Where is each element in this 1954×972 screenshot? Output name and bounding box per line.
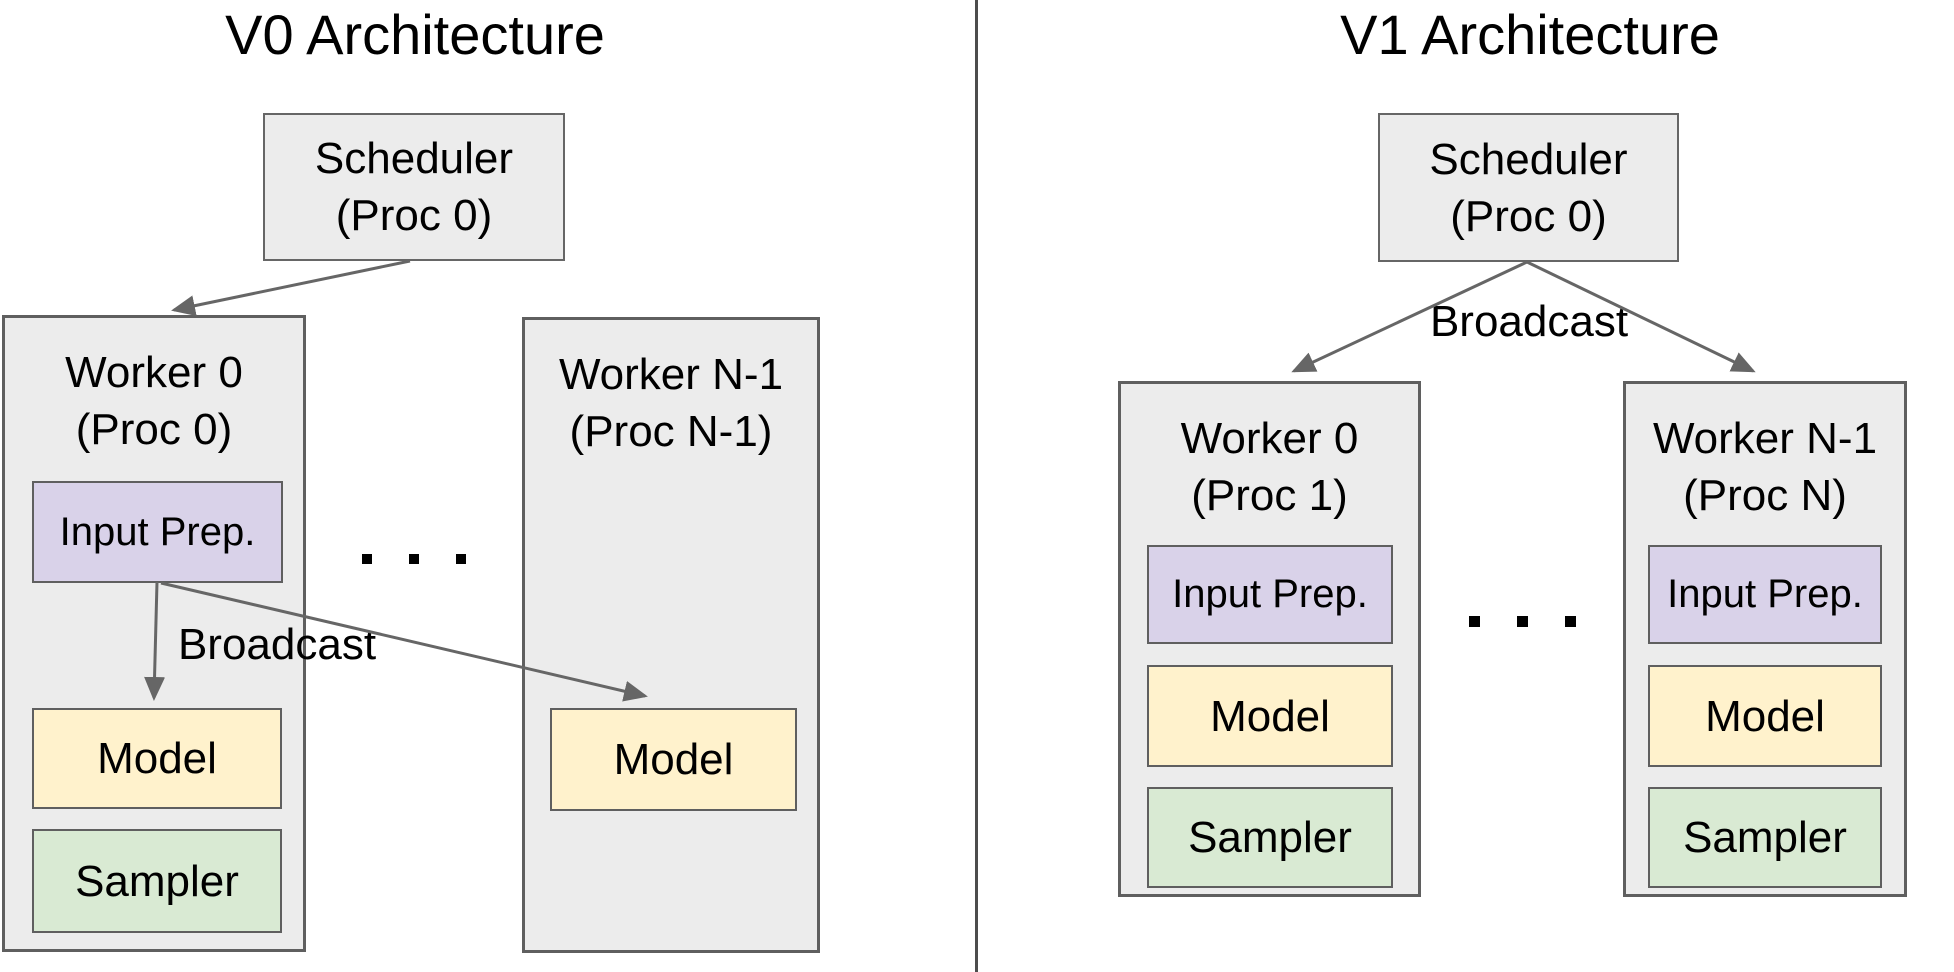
v0-workerN-proc: (Proc N-1) — [569, 407, 773, 456]
v0-worker0-input-prep-box: Input Prep. — [32, 481, 283, 583]
v1-workerN-proc: (Proc N) — [1683, 471, 1847, 520]
v1-scheduler-box: Scheduler (Proc 0) — [1378, 113, 1679, 262]
v0-worker0-label: Worker 0 (Proc 0) — [5, 344, 303, 458]
v1-worker0-sampler-box: Sampler — [1147, 787, 1393, 888]
v1-worker0-box: Worker 0 (Proc 1) Input Prep. Model Samp… — [1118, 381, 1421, 897]
v0-workerN-label: Worker N-1 (Proc N-1) — [525, 346, 817, 460]
dot-icon — [456, 554, 466, 564]
v0-broadcast-label: Broadcast — [177, 620, 377, 669]
v0-workerN-name: Worker N-1 — [558, 350, 784, 399]
v1-worker0-name: Worker 0 — [1180, 414, 1359, 463]
v0-worker0-proc: (Proc 0) — [75, 405, 233, 454]
v1-broadcast-label: Broadcast — [1429, 297, 1629, 346]
v0-workerN-model-box: Model — [550, 708, 797, 811]
v1-ellipsis-dots — [1469, 616, 1613, 627]
v1-workerN-name: Worker N-1 — [1652, 414, 1878, 463]
v1-panel-title: V1 Architecture — [1340, 3, 1720, 66]
v0-workerN-box: Worker N-1 (Proc N-1) Model — [522, 317, 820, 953]
v0-worker0-name: Worker 0 — [65, 348, 243, 397]
v1-scheduler-proc: (Proc 0) — [1450, 191, 1607, 241]
v0-scheduler-proc: (Proc 0) — [335, 191, 493, 240]
v1-workerN-input-prep-box: Input Prep. — [1648, 545, 1882, 644]
v0-ellipsis-dots — [362, 554, 503, 564]
v1-worker0-proc: (Proc 1) — [1191, 471, 1348, 520]
v0-scheduler-name: Scheduler — [314, 134, 514, 183]
v0-scheduler-box: Scheduler (Proc 0) — [263, 113, 565, 261]
v1-scheduler-name: Scheduler — [1429, 134, 1628, 184]
dot-icon — [409, 554, 419, 564]
v0-worker0-model-box: Model — [32, 708, 282, 809]
v1-worker0-label: Worker 0 (Proc 1) — [1121, 410, 1418, 524]
v0-worker0-sampler-box: Sampler — [32, 829, 282, 933]
v1-workerN-sampler-box: Sampler — [1648, 787, 1882, 888]
dot-icon — [1565, 616, 1576, 627]
panel-divider-line — [975, 0, 978, 972]
dot-icon — [1517, 616, 1528, 627]
v1-worker0-input-prep-box: Input Prep. — [1147, 545, 1393, 644]
dot-icon — [362, 554, 372, 564]
v1-workerN-label: Worker N-1 (Proc N) — [1626, 410, 1904, 524]
v0-scheduler-to-worker0-arrow — [171, 259, 411, 317]
v1-worker0-model-box: Model — [1147, 665, 1393, 767]
v1-workerN-box: Worker N-1 (Proc N) Input Prep. Model Sa… — [1623, 381, 1907, 897]
v0-panel-title: V0 Architecture — [225, 3, 605, 66]
v1-workerN-model-box: Model — [1648, 665, 1882, 767]
dot-icon — [1469, 616, 1480, 627]
